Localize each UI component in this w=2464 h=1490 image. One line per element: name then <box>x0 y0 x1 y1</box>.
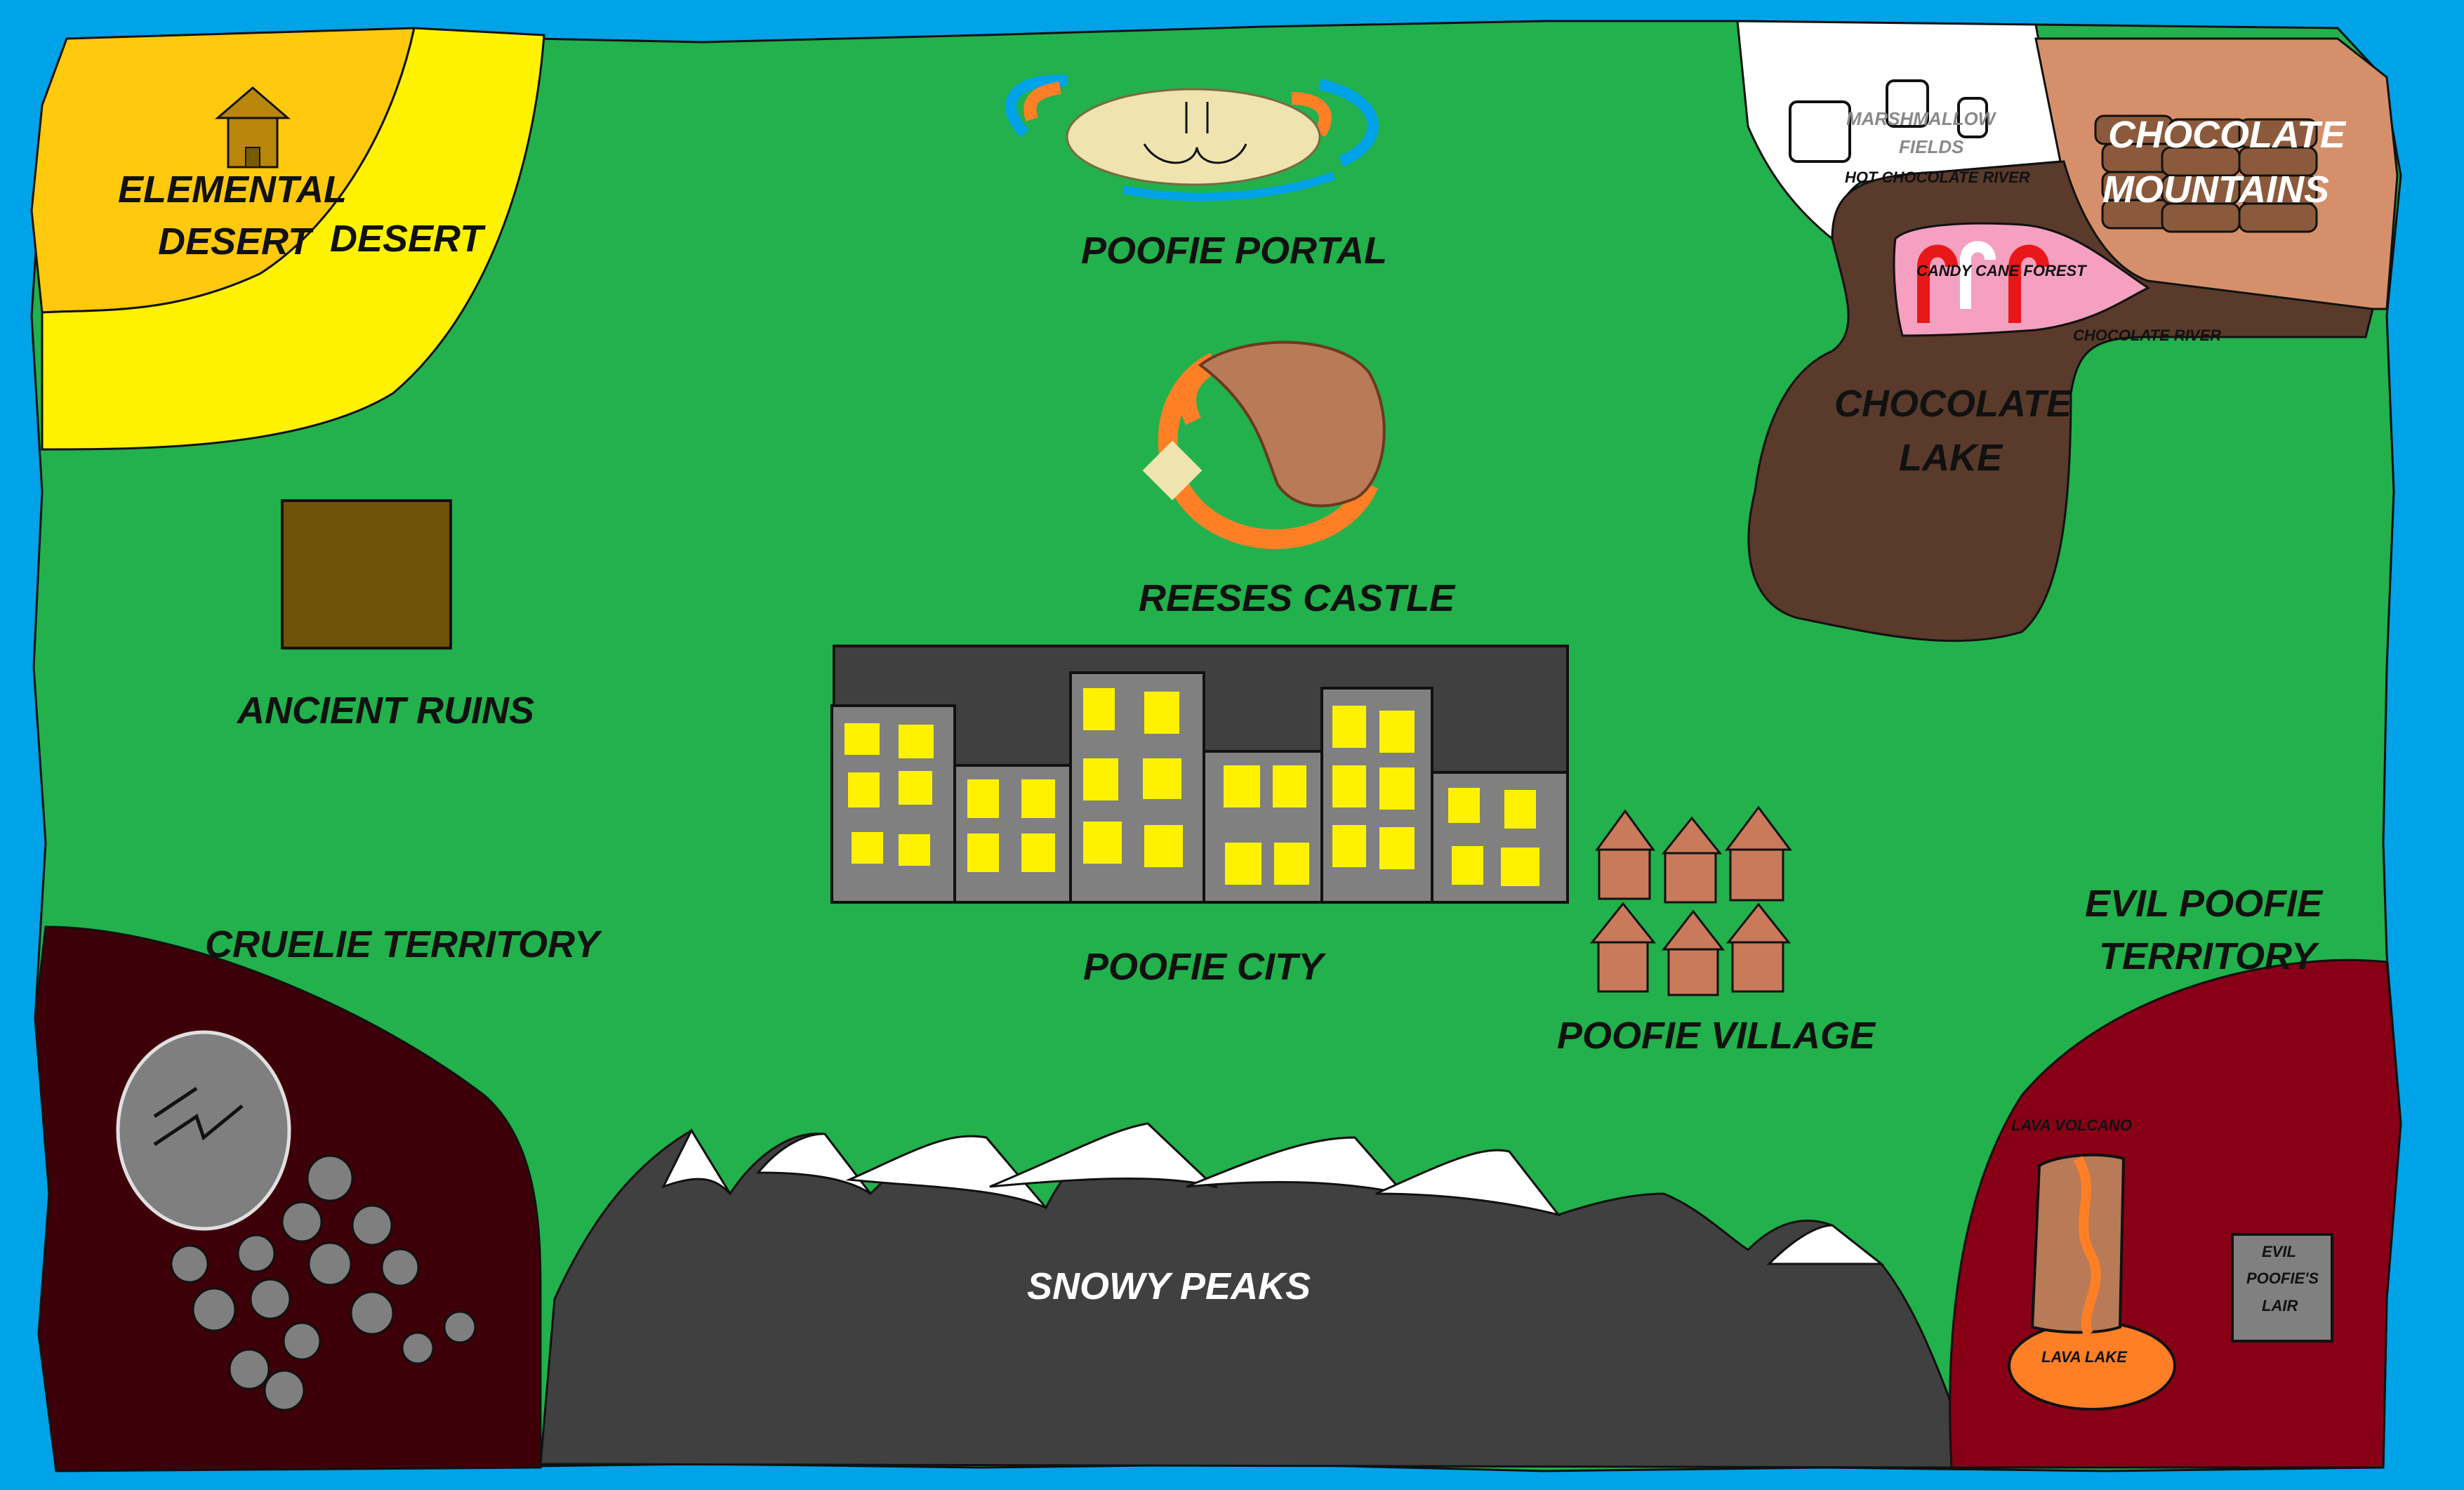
label-reeses-castle: REESES CASTLE <box>1139 577 1456 619</box>
portal-icon <box>1005 74 1379 202</box>
village-houses <box>1589 805 1792 996</box>
castle-icon <box>1142 341 1386 549</box>
poofie-city-icon <box>830 645 1569 904</box>
label-marshmallow-2: FIELDS <box>1899 136 1964 157</box>
ancient-ruins-block <box>281 499 452 650</box>
label-marshmallow-1: MARSHMALLOW <box>1846 108 1997 129</box>
label-lava-volcano: LAVA VOLCANO <box>2011 1116 2132 1134</box>
label-chocolate-mountains-2: MOUNTAINS <box>2102 169 2329 211</box>
label-desert: DESERT <box>330 218 486 260</box>
label-hot-chocolate-river: HOT CHOCOLATE RIVER <box>1845 169 2030 186</box>
label-lava-lake: LAVA LAKE <box>2041 1348 2128 1366</box>
hut-icon <box>214 86 291 169</box>
label-chocolate-mountains-1: CHOCOLATE <box>2108 114 2347 156</box>
candy-cane-icon <box>1917 241 2049 323</box>
label-snowy-peaks: SNOWY PEAKS <box>1027 1265 1311 1307</box>
boulder-icon <box>116 1030 477 1411</box>
chocolate-mountain-stacks <box>2094 114 2318 233</box>
label-chocolate-river: CHOCOLATE RIVER <box>2073 327 2221 344</box>
snow-caps <box>661 1122 1885 1265</box>
label-cruelie-territory: CRUELIE TERRITORY <box>205 923 603 965</box>
label-elemental-1: ELEMENTAL <box>118 169 347 211</box>
label-poofie-portal: POOFIE PORTAL <box>1081 230 1387 272</box>
volcano-icon <box>2008 1153 2176 1411</box>
label-poofie-village: POOFIE VILLAGE <box>1557 1015 1876 1057</box>
label-chocolate-lake-2: LAKE <box>1899 437 2003 479</box>
label-lair-1: EVIL <box>2262 1243 2296 1260</box>
label-evil-poofie-2: TERRITORY <box>2099 935 2320 977</box>
label-poofie-city: POOFIE CITY <box>1083 946 1327 988</box>
label-chocolate-lake-1: CHOCOLATE <box>1834 383 2073 425</box>
label-evil-poofie-1: EVIL POOFIE <box>2085 883 2324 925</box>
label-elemental-2: DESERT <box>158 220 314 263</box>
label-lair-2: POOFIE'S <box>2246 1270 2319 1287</box>
label-lair-3: LAIR <box>2262 1297 2298 1314</box>
marshmallow-icon <box>1957 97 1988 138</box>
marshmallow-icon <box>1886 79 1929 128</box>
candy-cane-forest-region <box>1893 222 2150 337</box>
label-ancient-ruins: ANCIENT RUINS <box>236 690 534 732</box>
evil-poofie-lair-block <box>2231 1233 2333 1343</box>
desert-region <box>41 27 545 451</box>
marshmallow-icon <box>1789 100 1851 163</box>
label-candy-cane-forest: CANDY CANE FOREST <box>1916 262 2087 279</box>
